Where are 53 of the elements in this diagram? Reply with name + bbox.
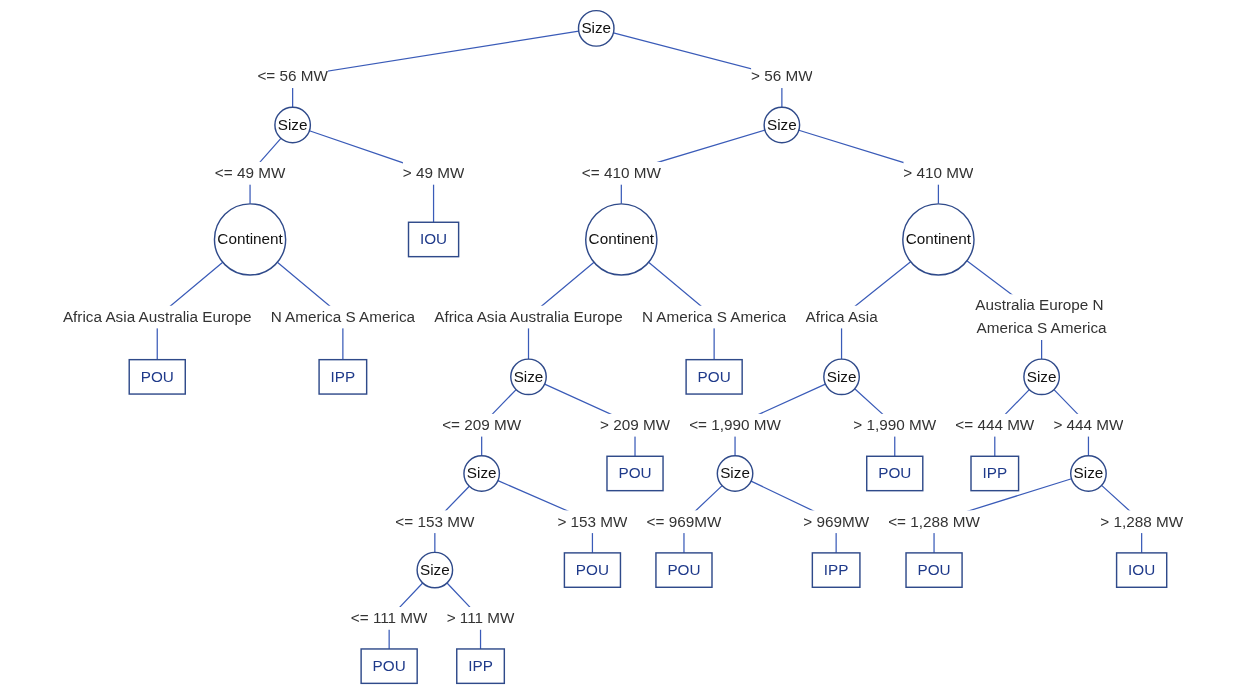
node-circle: Continent [902,202,975,276]
node-circle: Size [274,106,312,143]
edge-label: <= 410 MW [581,164,661,181]
node-box: POU [563,551,622,588]
edge-label: > 969MW [803,512,870,529]
edge-label: > 153 MW [557,512,628,529]
edge-label: Africa Asia Australia Europe [62,307,252,325]
node-circle: Continent [585,202,658,276]
node-box: POU [606,455,664,491]
edge-label: <= 1,288 MW [888,512,980,529]
node-box: POU [128,358,186,395]
node-box: IPP [970,455,1020,491]
edge-label: N America S America [641,307,787,325]
edge-label: <= 49 MW [214,164,286,181]
edge-label: <= 209 MW [442,416,522,433]
node-circle: Size [823,357,860,395]
edge-label: <= 444 MW [955,416,1035,433]
node-circle: Size [463,454,501,492]
node-circle: Size [1070,454,1107,492]
edge-label: > 410 MW [903,164,974,181]
node-box: POU [685,358,743,395]
edge-label: > 1,288 MW [1100,512,1184,529]
edge-label: > 444 MW [1053,416,1124,433]
node-circle: Continent [213,202,287,276]
node-box: IPP [456,647,506,684]
node-box: POU [655,551,713,588]
node-circle: Size [716,454,754,492]
edge-label: > 56 MW [751,67,813,84]
edge-label: N America S America [270,307,416,325]
node-box: POU [905,551,963,588]
node-box: POU [360,647,418,684]
edge-label: Australia Europe N America S America [975,296,1107,336]
edge-label: <= 111 MW [350,609,428,626]
node-circle: Size [763,106,801,143]
edge-label: Africa Asia Australia Europe [434,307,623,325]
edge-label: > 111 MW [446,609,515,626]
edge-label: <= 56 MW [257,67,328,84]
edge-label: Africa Asia [805,307,878,325]
node-box: IPP [811,551,861,588]
node-circle: Size [1023,357,1061,395]
node-circle: Size [416,551,454,589]
node-box: IOU [1115,551,1168,588]
edge-label: <= 969MW [646,512,722,529]
node-box: IOU [407,221,460,257]
node-circle: Size [510,357,547,395]
edge-label: > 49 MW [402,164,465,181]
edge-label: > 209 MW [599,416,671,433]
node-box: POU [866,455,924,491]
node-circle: Size [577,9,615,47]
edge-label: > 1,990 MW [853,416,937,433]
edge-label: <= 153 MW [395,512,475,529]
edge-label: <= 1,990 MW [689,416,781,433]
node-box: IPP [318,358,368,395]
